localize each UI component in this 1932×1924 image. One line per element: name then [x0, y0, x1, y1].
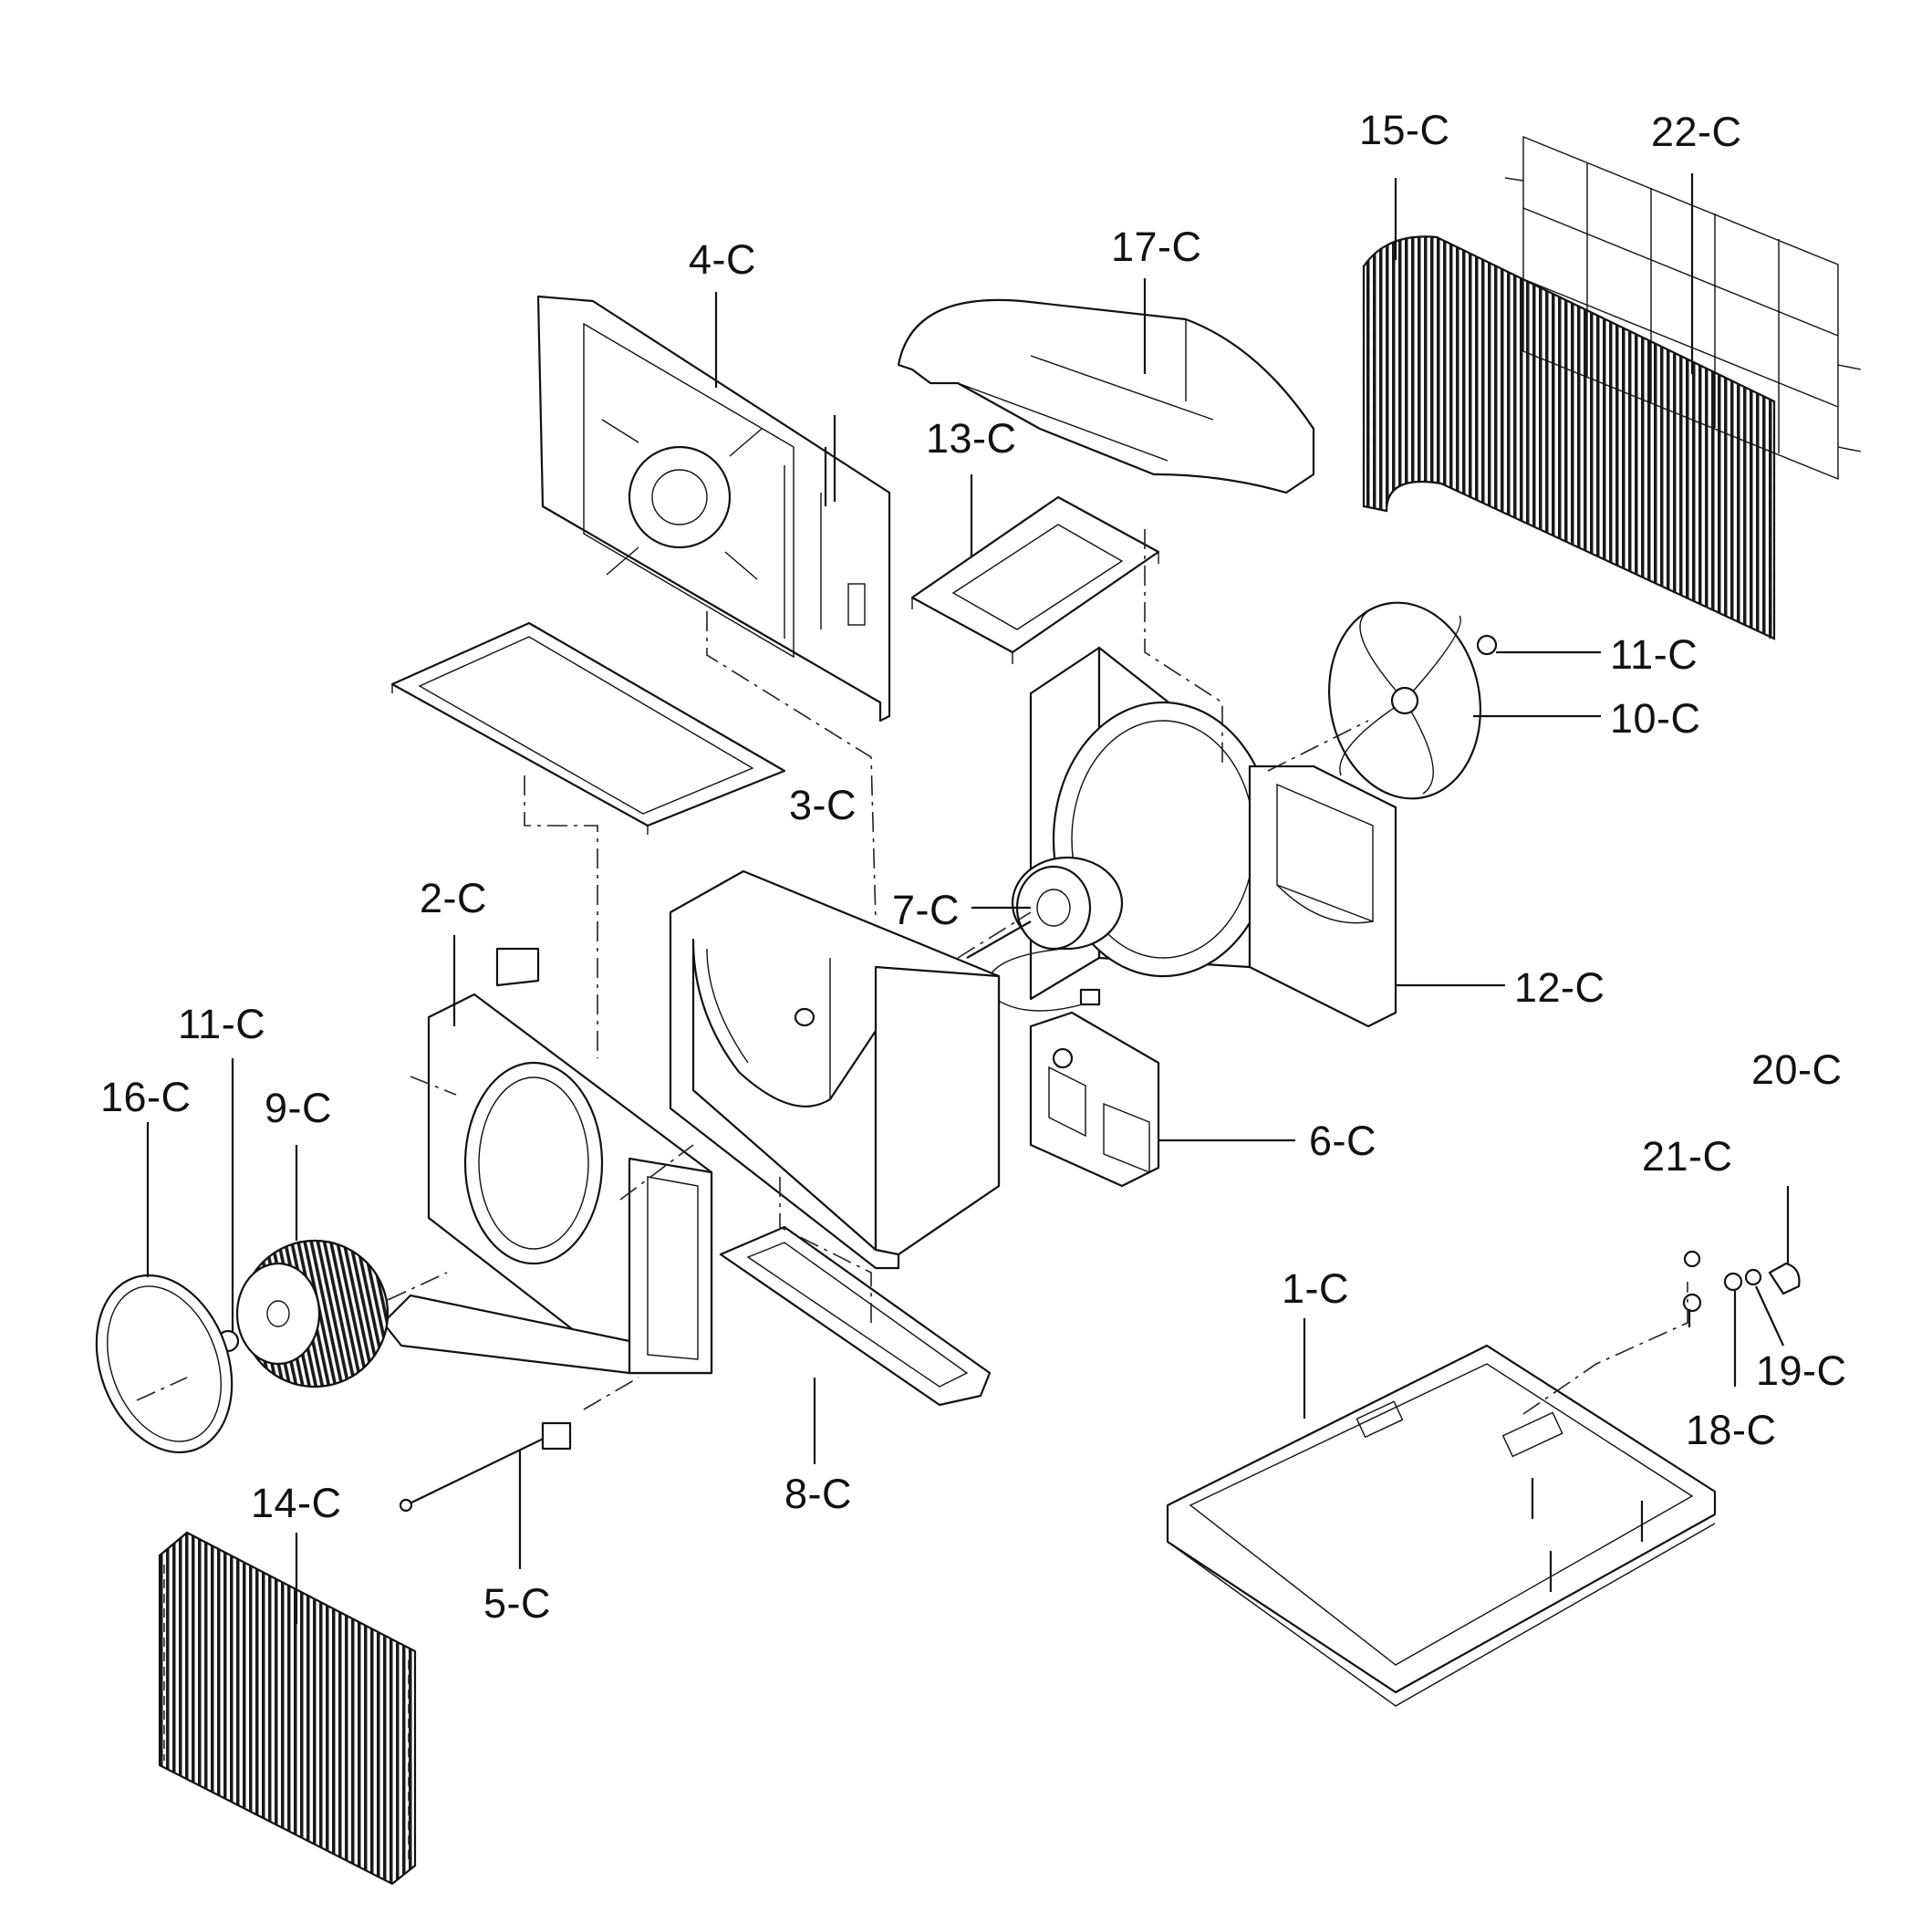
callout-10-c: 10-C	[1610, 695, 1701, 742]
part-air-guide	[897, 298, 1315, 494]
part-front-frame	[381, 947, 713, 1375]
callout-13-c: 13-C	[926, 415, 1017, 462]
alignment-lines	[136, 529, 1688, 1415]
part-control-plate	[910, 495, 1160, 664]
callout-5-c: 5-C	[483, 1580, 552, 1627]
callout-11-c-right: 11-C	[1610, 631, 1698, 678]
callout-9-c: 9-C	[265, 1085, 333, 1131]
callout-15-c: 15-C	[1359, 107, 1450, 153]
part-fitting-21c	[1682, 1293, 1702, 1313]
callout-14-c: 14-C	[251, 1480, 342, 1526]
callout-21-c: 21-C	[1642, 1133, 1733, 1180]
callout-12-c: 12-C	[1514, 964, 1605, 1011]
callout-16-c: 16-C	[100, 1074, 192, 1120]
callout-8-c: 8-C	[784, 1471, 853, 1517]
callout-17-c: 17-C	[1111, 224, 1202, 270]
callout-20-c: 20-C	[1751, 1046, 1843, 1093]
part-partition-plate	[536, 295, 891, 723]
part-condenser-coil	[1362, 235, 1776, 640]
part-evaporator-coil	[158, 1531, 417, 1886]
callout-6-c: 6-C	[1309, 1118, 1377, 1164]
part-blower-housing	[669, 869, 1001, 1270]
callout-1-c: 1-C	[1282, 1265, 1350, 1312]
callout-4-c: 4-C	[689, 236, 757, 283]
callout-22-c: 22-C	[1651, 109, 1742, 155]
part-orifice-ring	[95, 1274, 234, 1454]
callout-11-c-left: 11-C	[178, 1001, 266, 1047]
part-base-pan	[1166, 1344, 1717, 1707]
part-blower-wheel	[235, 1239, 390, 1388]
part-top-cover-plate	[390, 621, 786, 835]
callout-7-c: 7-C	[892, 887, 961, 933]
part-fitting-20c	[1768, 1262, 1801, 1295]
leader-lines	[146, 173, 1790, 1624]
part-fan-clip-right	[1476, 634, 1498, 656]
part-sensor-rod	[399, 1421, 572, 1513]
part-cap-21c	[1683, 1250, 1701, 1268]
part-wire-grille	[1504, 135, 1862, 481]
part-condenser-fan	[1327, 601, 1482, 800]
callout-2-c: 2-C	[420, 875, 488, 921]
part-drain-tray	[719, 1225, 992, 1407]
callout-18-c: 18-C	[1686, 1407, 1777, 1453]
part-fitting-18c	[1723, 1272, 1743, 1292]
callout-19-c: 19-C	[1756, 1347, 1847, 1394]
callout-3-c: 3-C	[789, 782, 857, 828]
part-control-bracket	[1029, 1011, 1160, 1188]
part-fitting-19c	[1744, 1268, 1762, 1286]
